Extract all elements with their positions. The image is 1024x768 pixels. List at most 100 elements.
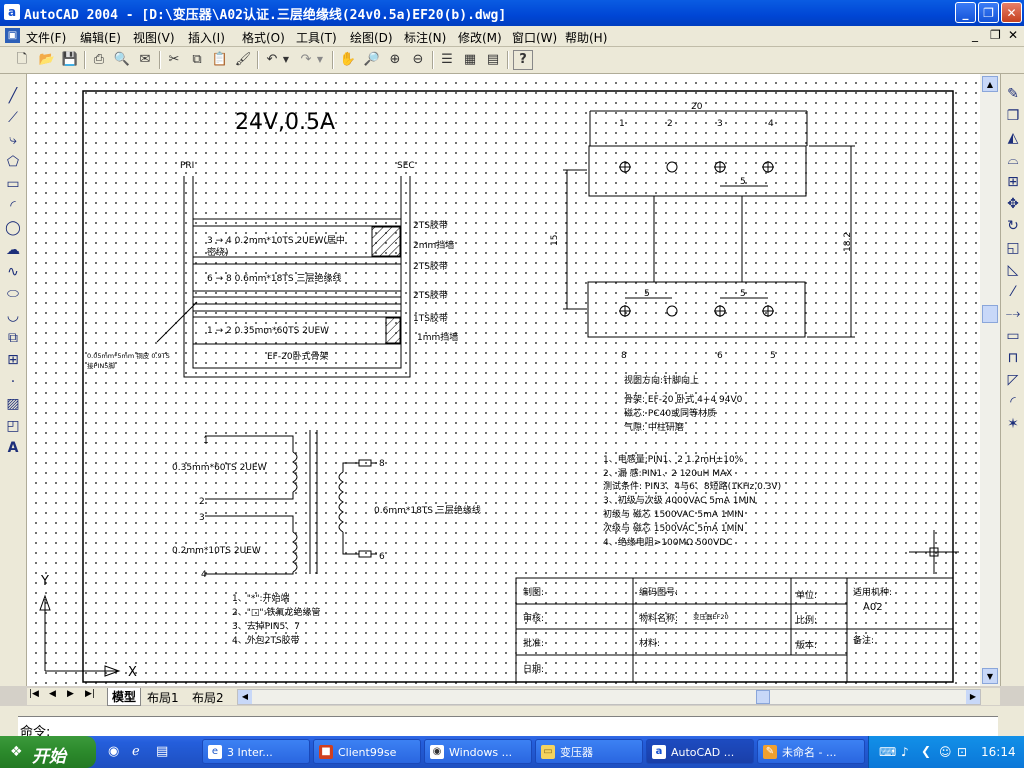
tab-next-arrow-icon[interactable]: ▶ <box>67 689 74 699</box>
tab-first-arrow-icon[interactable]: |◀ <box>29 689 39 699</box>
tab-model[interactable]: 模型 <box>107 688 142 706</box>
menu-format[interactable]: 格式(O) <box>242 31 285 45</box>
quicklaunch-media-icon[interactable]: ◉ <box>108 744 120 759</box>
undo-icon[interactable]: ↶ <box>266 52 278 67</box>
minimize-button[interactable]: _ <box>955 2 976 23</box>
polyline-icon[interactable]: ⤷ <box>9 132 17 148</box>
save-icon[interactable]: 💾 <box>61 52 79 67</box>
multiline-text-icon[interactable]: A <box>7 440 19 456</box>
design-center-icon[interactable]: ▦ <box>463 52 477 67</box>
user-icon[interactable]: ☺ <box>939 745 952 759</box>
rotate-icon[interactable]: ↻ <box>1007 218 1019 234</box>
hatch-icon[interactable]: ▨ <box>6 396 20 412</box>
help-icon[interactable]: ? <box>513 50 533 70</box>
spline-icon[interactable]: ∿ <box>7 264 19 280</box>
explode-icon[interactable]: ✶ <box>1007 416 1019 432</box>
doc-close-button[interactable]: ✕ <box>1008 28 1019 42</box>
scroll-up-arrow-icon[interactable]: ▲ <box>982 76 998 92</box>
redo-dropdown-icon[interactable]: ▼ <box>316 55 324 64</box>
menu-view[interactable]: 视图(V) <box>133 31 175 45</box>
erase-icon[interactable]: ✎ <box>1007 86 1019 102</box>
arc-icon[interactable]: ◜ <box>10 198 16 214</box>
rectangle-icon[interactable]: ▭ <box>6 176 20 192</box>
tray-expand-icon[interactable]: ❮ <box>921 744 932 758</box>
copy-object-icon[interactable]: ❐ <box>1006 108 1020 124</box>
point-icon[interactable]: · <box>10 374 16 390</box>
menu-modify[interactable]: 修改(M) <box>458 31 502 45</box>
region-icon[interactable]: ◰ <box>6 418 20 434</box>
menu-dimension[interactable]: 标注(N) <box>404 31 447 45</box>
revision-cloud-icon[interactable]: ☁ <box>6 242 20 258</box>
redo-icon[interactable]: ↷ <box>300 52 312 67</box>
task-folder-transformer[interactable]: ▭变压器 <box>535 739 643 764</box>
scroll-down-arrow-icon[interactable]: ▼ <box>982 668 998 684</box>
tab-layout1[interactable]: 布局1 <box>147 691 179 705</box>
open-icon[interactable]: 📂 <box>38 52 56 67</box>
match-properties-icon[interactable]: 🖌 <box>234 52 252 67</box>
polygon-icon[interactable]: ⬠ <box>6 154 20 170</box>
construction-line-icon[interactable]: ⟋ <box>8 110 18 126</box>
ellipse-arc-icon[interactable]: ◡ <box>6 308 20 324</box>
insert-block-icon[interactable]: ⧉ <box>8 330 18 346</box>
undo-dropdown-icon[interactable]: ▼ <box>282 55 290 64</box>
task-paint-untitled[interactable]: ✎未命名 - ... <box>757 739 865 764</box>
cut-icon[interactable]: ✂ <box>168 52 180 67</box>
doc-restore-button[interactable]: ❐ <box>990 28 1001 42</box>
line-icon[interactable]: ╱ <box>8 88 18 104</box>
clock[interactable]: 16:14 <box>981 745 1016 759</box>
horizontal-scroll-thumb[interactable] <box>756 690 770 704</box>
tab-layout2[interactable]: 布局2 <box>192 691 224 705</box>
menu-file[interactable]: 文件(F) <box>26 31 67 45</box>
scroll-right-arrow-icon[interactable]: ▶ <box>966 690 980 704</box>
publish-icon[interactable]: ✉ <box>139 52 151 67</box>
menu-draw[interactable]: 绘图(D) <box>350 31 393 45</box>
drawing-canvas[interactable]: 24V,0.5A PRI SEC 3 → 4 0.2mm*10TS 2UEW(居… <box>27 74 980 686</box>
offset-icon[interactable]: ⌓ <box>1007 152 1019 168</box>
print-preview-icon[interactable]: 🔍 <box>113 52 131 67</box>
scale-icon[interactable]: ◱ <box>1006 240 1020 256</box>
chamfer-icon[interactable]: ◸ <box>1007 372 1019 388</box>
document-icon[interactable]: ▣ <box>5 28 20 43</box>
task-client99se[interactable]: ■Client99se <box>313 739 421 764</box>
array-icon[interactable]: ⊞ <box>1007 174 1019 190</box>
stretch-icon[interactable]: ◺ <box>1007 262 1019 278</box>
print-icon[interactable]: ⎙ <box>93 52 105 67</box>
network-icon[interactable]: ⊡ <box>957 745 968 759</box>
new-icon[interactable]: 🗋 <box>16 52 28 67</box>
properties-icon[interactable]: ☰ <box>441 52 453 67</box>
extend-icon[interactable]: ⤍ <box>1005 306 1021 322</box>
doc-minimize-button[interactable]: _ <box>972 28 978 42</box>
task-windows-media[interactable]: ◉Windows ... <box>424 739 532 764</box>
fillet-icon[interactable]: ◜ <box>1010 394 1016 410</box>
restore-button[interactable]: ❐ <box>978 2 999 23</box>
paste-icon[interactable]: 📋 <box>211 52 229 67</box>
horizontal-scrollbar[interactable]: ◀ ▶ <box>237 689 981 705</box>
copy-icon[interactable]: ⧉ <box>192 52 202 67</box>
autocad-app-icon[interactable]: a <box>4 4 20 20</box>
menu-help[interactable]: 帮助(H) <box>565 31 608 45</box>
zoom-previous-icon[interactable]: ⊖ <box>412 52 424 67</box>
mirror-icon[interactable]: ◭ <box>1007 130 1019 146</box>
quicklaunch-ie-icon[interactable]: ℯ <box>132 744 140 759</box>
zoom-window-icon[interactable]: ⊕ <box>389 52 401 67</box>
menu-window[interactable]: 窗口(W) <box>512 31 558 45</box>
vertical-scroll-thumb[interactable] <box>982 305 998 323</box>
volume-icon[interactable]: ♪ <box>901 745 909 759</box>
keyboard-icon[interactable]: ⌨ <box>879 745 897 759</box>
menu-tools[interactable]: 工具(T) <box>296 31 337 45</box>
vertical-scrollbar[interactable]: ▲ ▼ <box>980 74 1000 686</box>
ellipse-icon[interactable]: ⬭ <box>7 286 19 302</box>
quicklaunch-desktop-icon[interactable]: ▤ <box>156 744 169 759</box>
scroll-left-arrow-icon[interactable]: ◀ <box>238 690 252 704</box>
start-button[interactable]: ❖ 开始 <box>0 736 96 768</box>
tool-palettes-icon[interactable]: ▤ <box>486 52 500 67</box>
menu-edit[interactable]: 编辑(E) <box>80 31 121 45</box>
close-button[interactable]: ✕ <box>1001 2 1022 23</box>
menu-insert[interactable]: 插入(I) <box>188 31 225 45</box>
break-icon[interactable]: ⊓ <box>1007 350 1019 366</box>
break-at-point-icon[interactable]: ▭ <box>1006 328 1020 344</box>
pan-realtime-icon[interactable]: ✋ <box>339 52 357 67</box>
command-input[interactable]: 命令: <box>18 716 998 737</box>
